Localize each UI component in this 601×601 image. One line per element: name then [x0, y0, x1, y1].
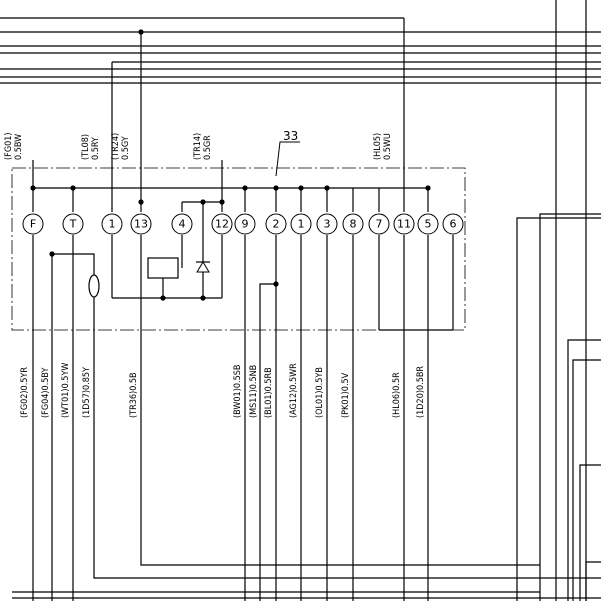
svg-text:2: 2: [273, 218, 280, 231]
svg-text:9: 9: [242, 218, 249, 231]
relay-coil: [147, 257, 179, 279]
bottom-label-ol01: (OL01)0.5YB: [315, 367, 325, 418]
svg-text:6: 6: [450, 218, 457, 231]
svg-text:13: 13: [134, 218, 148, 231]
pin-8: 8: [342, 213, 364, 235]
top-label-tl08-code: (TL08): [81, 134, 91, 160]
top-label-hl05-code: (HL05): [373, 133, 383, 160]
svg-text:7: 7: [376, 218, 383, 231]
svg-text:T: T: [69, 218, 77, 231]
svg-text:1: 1: [298, 218, 305, 231]
relay-block: [111, 201, 223, 299]
pin-13: 13: [130, 213, 152, 235]
top-wire-labels: (FG01) 0.5BW (TL08) 0.5RY (TR24) 0.5GY (…: [4, 132, 393, 160]
bottom-label-ms11: (MS11)0.5NB: [249, 365, 259, 418]
top-label-fg01-code: (FG01): [4, 132, 14, 160]
pin-F: F: [22, 213, 44, 235]
bottom-label-ag12: (AG12)0.5WR: [289, 363, 299, 418]
top-label-hl05-spec: 0.5WU: [383, 133, 393, 160]
pin-row: F T 1 13 4 12 9 2 1 3 8 7 11 5 6: [22, 213, 464, 235]
junction-dots: [30, 29, 431, 301]
pin-6: 6: [442, 213, 464, 235]
svg-text:11: 11: [397, 218, 411, 231]
pin-2: 2: [265, 213, 287, 235]
bottom-label-1d57: (1D57)0.85Y: [82, 367, 92, 418]
fuse-icon: [88, 274, 100, 298]
svg-text:F: F: [30, 218, 36, 231]
outgoing-wires: [12, 235, 601, 601]
bottom-label-bw01: (BW01)0.5SB: [233, 365, 243, 418]
component-boundary: [11, 167, 466, 331]
top-label-tr14-spec: 0.5GR: [203, 135, 213, 160]
bottom-label-tr36: (TR36)0.5B: [129, 372, 139, 418]
pin-T: T: [62, 213, 84, 235]
top-label-fg01-spec: 0.5BW: [14, 134, 24, 160]
pin-4: 4: [171, 213, 193, 235]
top-label-tr24-code: (TR24): [111, 133, 121, 160]
pin-1a: 1: [101, 213, 123, 235]
incoming-wires: [32, 18, 405, 212]
top-label-tl08-spec: 0.5RY: [91, 137, 101, 160]
svg-text:8: 8: [350, 218, 357, 231]
pin-3: 3: [316, 213, 338, 235]
pin-1b: 1: [290, 213, 312, 235]
svg-text:4: 4: [179, 218, 186, 231]
ref-leader: [275, 141, 300, 177]
bottom-label-hl06: (HL06)0.5R: [392, 372, 402, 418]
diode-icon: [196, 261, 210, 273]
pin-11: 11: [393, 213, 415, 235]
fuse-symbol: [51, 235, 100, 330]
svg-text:3: 3: [324, 218, 331, 231]
svg-text:12: 12: [215, 218, 229, 231]
top-label-tr14-code: (TR14): [193, 133, 203, 160]
pin-12: 12: [211, 213, 233, 235]
bottom-label-fg04: (FG04)0.5BY: [41, 368, 51, 418]
bottom-label-bl01: (BL01)0.5RB: [264, 367, 274, 418]
svg-text:5: 5: [425, 218, 432, 231]
pin-5: 5: [417, 213, 439, 235]
bottom-label-pk01: (PK01)0.5V: [341, 372, 351, 418]
bottom-label-1d20: (1D20)0.5BR: [416, 366, 426, 418]
top-label-tr24-spec: 0.5GY: [121, 136, 131, 160]
pin-7: 7: [368, 213, 390, 235]
right-side-wires: [516, 213, 601, 601]
bottom-label-fg02: (FG02)0.5YR: [20, 367, 30, 418]
component-ref-label: 33: [283, 129, 298, 143]
bottom-label-wt01: (WT01)0.5YW: [61, 363, 71, 418]
bottom-wire-labels: (FG02)0.5YR (FG04)0.5BY (WT01)0.5YW (1D5…: [20, 363, 426, 418]
pin-9: 9: [234, 213, 256, 235]
internal-bus: [32, 187, 429, 212]
svg-text:1: 1: [109, 218, 116, 231]
